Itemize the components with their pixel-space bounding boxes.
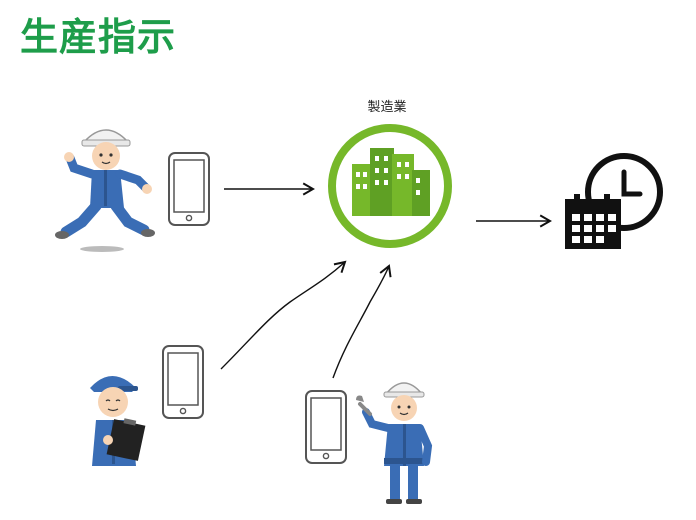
arrow-wrench-worker-to-factory [332, 264, 392, 379]
calendar-clock-icon [565, 153, 663, 249]
smartphone-icon [162, 345, 204, 419]
page-title: 生産指示 [20, 15, 177, 59]
running-worker-icon [55, 129, 155, 252]
smartphone-icon [168, 152, 210, 226]
smartphone-icon [305, 390, 347, 464]
factory-buildings-icon [328, 124, 452, 248]
clipboard-worker-icon [90, 376, 146, 466]
arrow-clipboard-worker-to-factory [220, 260, 347, 370]
factory-label: 製造業 [367, 100, 407, 115]
wrench-worker-icon [356, 382, 433, 504]
